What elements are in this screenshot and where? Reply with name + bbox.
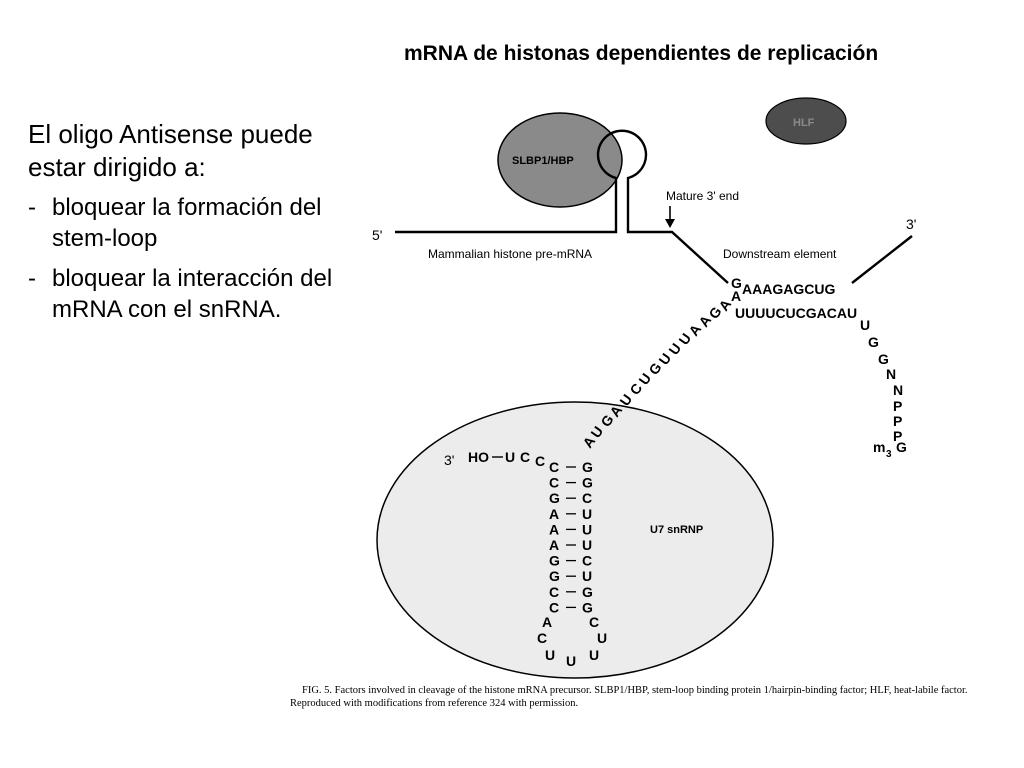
loop-letter: U bbox=[566, 653, 576, 669]
loop-letter: A bbox=[542, 614, 552, 630]
bullet-item-1: - bloquear la formación del stem-loop bbox=[28, 192, 348, 254]
three-prime-top-label: 3' bbox=[906, 216, 916, 232]
three-prime-u7-label: 3' bbox=[444, 452, 454, 468]
mrna-row2-rest: UUUUCUCGACAU bbox=[735, 305, 857, 321]
stem-letter-left: C bbox=[549, 599, 559, 615]
tail-letter: P bbox=[893, 413, 902, 429]
bullet-text: bloquear la formación del stem-loop bbox=[52, 194, 322, 252]
tail-letter: G bbox=[868, 334, 879, 350]
mature-arrow-head bbox=[665, 219, 675, 228]
left-text-block: El oligo Antisense puede estar dirigido … bbox=[28, 118, 348, 334]
tail-letter: N bbox=[886, 366, 896, 382]
loop-letter: U bbox=[597, 630, 607, 646]
mrna-row1-rest: AAAGAGCUG bbox=[742, 281, 835, 297]
caption-line-2: Reproduced with modifications from refer… bbox=[290, 698, 579, 709]
ho-label: HO bbox=[468, 449, 489, 465]
stem-letter-left: G bbox=[549, 568, 560, 584]
u7-stem-bonds bbox=[566, 466, 576, 609]
tail-letter: P bbox=[893, 398, 902, 414]
tail-letter: N bbox=[893, 382, 903, 398]
m3g-sub: 3 bbox=[886, 449, 892, 460]
stem-letter-left: G bbox=[549, 553, 560, 569]
ho-c1: C bbox=[520, 449, 530, 465]
slbp-label: SLBP1/HBP bbox=[512, 155, 574, 167]
ho-u: U bbox=[505, 449, 515, 465]
ho-c2: C bbox=[535, 453, 545, 469]
loop-letter: U bbox=[545, 647, 555, 663]
stem-letter-right: U bbox=[582, 506, 592, 522]
stem-letter-right: U bbox=[582, 568, 592, 584]
stem-letter-left: A bbox=[549, 506, 559, 522]
premrna-strand bbox=[395, 129, 729, 284]
hlf-ellipse bbox=[765, 97, 847, 145]
tail-letter: P bbox=[893, 428, 902, 444]
tail-letter: U bbox=[860, 317, 870, 333]
u7-tail-sequence: U G G N N P P P bbox=[860, 317, 903, 444]
bullet-text: bloquear la interacción del mRNA con el … bbox=[52, 265, 333, 323]
stem-letter-right: G bbox=[582, 584, 593, 600]
intro-text: El oligo Antisense puede estar dirigido … bbox=[28, 119, 313, 182]
loop-letter: C bbox=[537, 630, 547, 646]
stem-letter-left: C bbox=[549, 584, 559, 600]
bullet-item-2: - bloquear la interacción del mRNA con e… bbox=[28, 263, 348, 325]
u7-label: U7 snRNP bbox=[650, 524, 703, 536]
stem-letter-right: U bbox=[582, 537, 592, 553]
mrna-row2-first: A bbox=[731, 288, 741, 304]
stem-letter-left: A bbox=[549, 521, 559, 537]
downstream-label: Downstream element bbox=[723, 247, 837, 261]
stem-letter-left: C bbox=[549, 475, 559, 491]
stem-letter-left: G bbox=[549, 490, 560, 506]
stem-letter-right: G bbox=[582, 475, 593, 491]
slbp-ellipse bbox=[497, 112, 623, 208]
stem-letter-right: G bbox=[582, 459, 593, 475]
m3g-m: m bbox=[873, 439, 885, 455]
loop-letter: U bbox=[589, 647, 599, 663]
mature-label: Mature 3' end bbox=[666, 189, 739, 203]
caption-line-1: FIG. 5. Factors involved in cleavage of … bbox=[302, 685, 968, 696]
stem-letter-right: U bbox=[582, 521, 592, 537]
hlf-label: HLF bbox=[793, 117, 815, 129]
stem-letter-left: C bbox=[549, 459, 559, 475]
figure-caption: FIG. 5. Factors involved in cleavage of … bbox=[290, 684, 1015, 710]
five-prime-label: 5' bbox=[372, 227, 382, 243]
bullet-dash: - bbox=[28, 194, 36, 221]
downstream-strand bbox=[851, 235, 913, 284]
stem-letter-right: G bbox=[582, 599, 593, 615]
m3g-g: G bbox=[896, 439, 907, 455]
bullet-dash: - bbox=[28, 265, 36, 292]
premrna-label: Mammalian histone pre-mRNA bbox=[428, 247, 592, 261]
u7-snrnp-ellipse bbox=[376, 401, 774, 679]
stem-letter-left: A bbox=[549, 537, 559, 553]
stem-letter-right: C bbox=[582, 490, 592, 506]
slide-title: mRNA de histonas dependientes de replica… bbox=[404, 42, 879, 65]
tail-letter: G bbox=[878, 351, 889, 367]
loop-letter: C bbox=[589, 614, 599, 630]
stem-letter-right: C bbox=[582, 553, 592, 569]
mrna-row1-first: G bbox=[731, 275, 742, 291]
